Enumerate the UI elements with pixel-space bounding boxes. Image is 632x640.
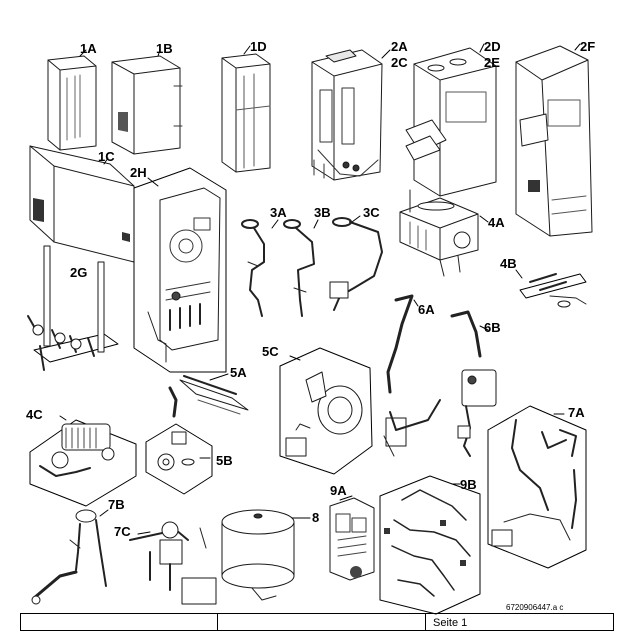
part-4A-heat-exchanger — [399, 189, 479, 277]
label-6A: 6A — [418, 302, 435, 317]
part-2F-rear-frame — [515, 45, 593, 237]
label-2E: 2E — [484, 55, 500, 70]
label-9B: 9B — [460, 477, 477, 492]
label-7A: 7A — [568, 405, 585, 420]
label-1D: 1D — [250, 39, 267, 54]
part-5A-flue-component — [168, 375, 249, 418]
label-4A: 4A — [488, 215, 505, 230]
part-5B-seal-set — [145, 423, 213, 495]
part-3A-pipe — [241, 219, 265, 317]
part-3B-pipe — [283, 219, 315, 317]
part-7A-cables — [491, 419, 577, 547]
label-7C: 7C — [114, 524, 131, 539]
label-1C: 1C — [98, 149, 115, 164]
part-7C-valve-assembly — [129, 521, 217, 605]
part-7B-pipe-set — [31, 509, 107, 605]
part-1B-casing-panel — [111, 55, 183, 155]
part-1A-casing-panel — [47, 55, 97, 151]
part-2G-connection-bracket — [27, 245, 119, 371]
part-1D-side-panel — [221, 53, 271, 173]
label-5C: 5C — [262, 344, 279, 359]
part-4C-burner — [39, 423, 115, 477]
part-6A-gas-valve — [383, 294, 441, 457]
part-6B-pump — [450, 310, 497, 457]
label-7B: 7B — [108, 497, 125, 512]
label-2A: 2A — [391, 39, 408, 54]
part-2A-2C-boiler-chassis — [311, 49, 383, 181]
part-9B-wiring-harness — [379, 475, 481, 615]
footer-cell-right: Seite 1 — [425, 614, 613, 630]
label-1B: 1B — [156, 41, 173, 56]
part-4B-sensor-set — [519, 273, 587, 308]
document-reference: 6720906447.a c — [506, 603, 564, 612]
part-5C-fan — [285, 371, 363, 457]
label-1A: 1A — [80, 41, 97, 56]
leader-lines — [59, 215, 565, 535]
label-8: 8 — [312, 510, 320, 525]
label-6B: 6B — [484, 320, 501, 335]
label-5A: 5A — [230, 365, 247, 380]
label-5B: 5B — [216, 453, 233, 468]
label-3C: 3C — [363, 205, 380, 220]
page-number: Seite 1 — [433, 617, 468, 629]
part-9A-control-unit — [329, 497, 375, 581]
part-2H-frame-box — [133, 167, 227, 373]
part-2D-2E-mounting-frame — [405, 47, 497, 197]
label-9A: 9A — [330, 483, 347, 498]
part-3C-pipe — [329, 217, 383, 311]
footer-cell-left — [21, 614, 218, 630]
part-4C-burner-box — [29, 419, 137, 507]
label-2D: 2D — [484, 39, 501, 54]
label-3A: 3A — [270, 205, 287, 220]
label-4B: 4B — [500, 256, 517, 271]
part-8-expansion-vessel — [221, 509, 295, 601]
footer-cell-middle — [217, 614, 426, 630]
label-2H: 2H — [130, 165, 147, 180]
label-2F: 2F — [580, 39, 596, 54]
part-2H-inner-unit — [147, 187, 221, 363]
label-2G: 2G — [70, 265, 88, 280]
label-4C: 4C — [26, 407, 43, 422]
label-3B: 3B — [314, 205, 331, 220]
footer-table: Seite 1 — [20, 613, 614, 631]
part-7A-wiring-box — [487, 405, 587, 569]
part-1C-front-cover — [29, 145, 135, 263]
part-5C-fan-box — [279, 347, 373, 475]
label-2C: 2C — [391, 55, 408, 70]
